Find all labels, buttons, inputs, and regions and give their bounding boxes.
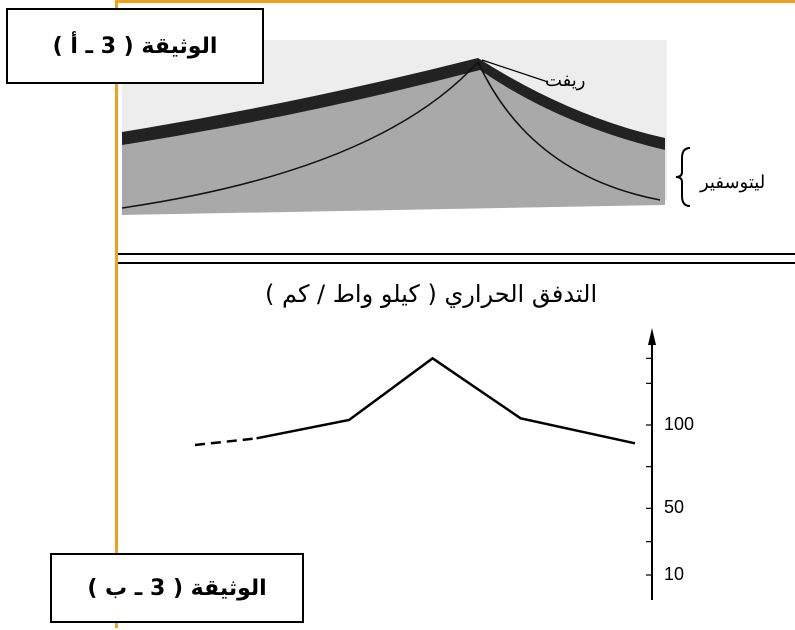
- document-b-text: الوثيقة ( 3 ـ ب ): [87, 575, 267, 601]
- lithosphere-base-curve-right: [477, 61, 661, 201]
- y-tick-label: 10: [664, 564, 685, 584]
- crust-band: [122, 58, 665, 150]
- heat-flow-line: [256, 356, 636, 445]
- heat-flow-title: التدفق الحراري ( كيلو واط / كم ): [265, 280, 598, 308]
- frame-left-accent: [115, 0, 118, 628]
- lithosphere-label: ليتوسفير: [700, 172, 766, 193]
- y-tick-label: 50: [664, 497, 685, 518]
- frame-top-accent: [115, 0, 795, 3]
- lithosphere-base-curve-left: [121, 61, 479, 209]
- rift-pointer: [481, 59, 549, 83]
- lithosphere-brace: [675, 147, 691, 207]
- document-a-text: الوثيقة ( 3 ـ أ ): [52, 33, 218, 59]
- rift-label: ريفت: [545, 70, 586, 91]
- y-tick-label: 100: [664, 414, 695, 434]
- document-b-label: الوثيقة ( 3 ـ ب ): [50, 553, 304, 623]
- heat-flow-dashed-segment: [194, 437, 257, 447]
- y-axis-arrow: [648, 328, 656, 345]
- document-a-label: الوثيقة ( 3 ـ أ ): [6, 8, 264, 84]
- y-axis-ticks: [646, 357, 652, 576]
